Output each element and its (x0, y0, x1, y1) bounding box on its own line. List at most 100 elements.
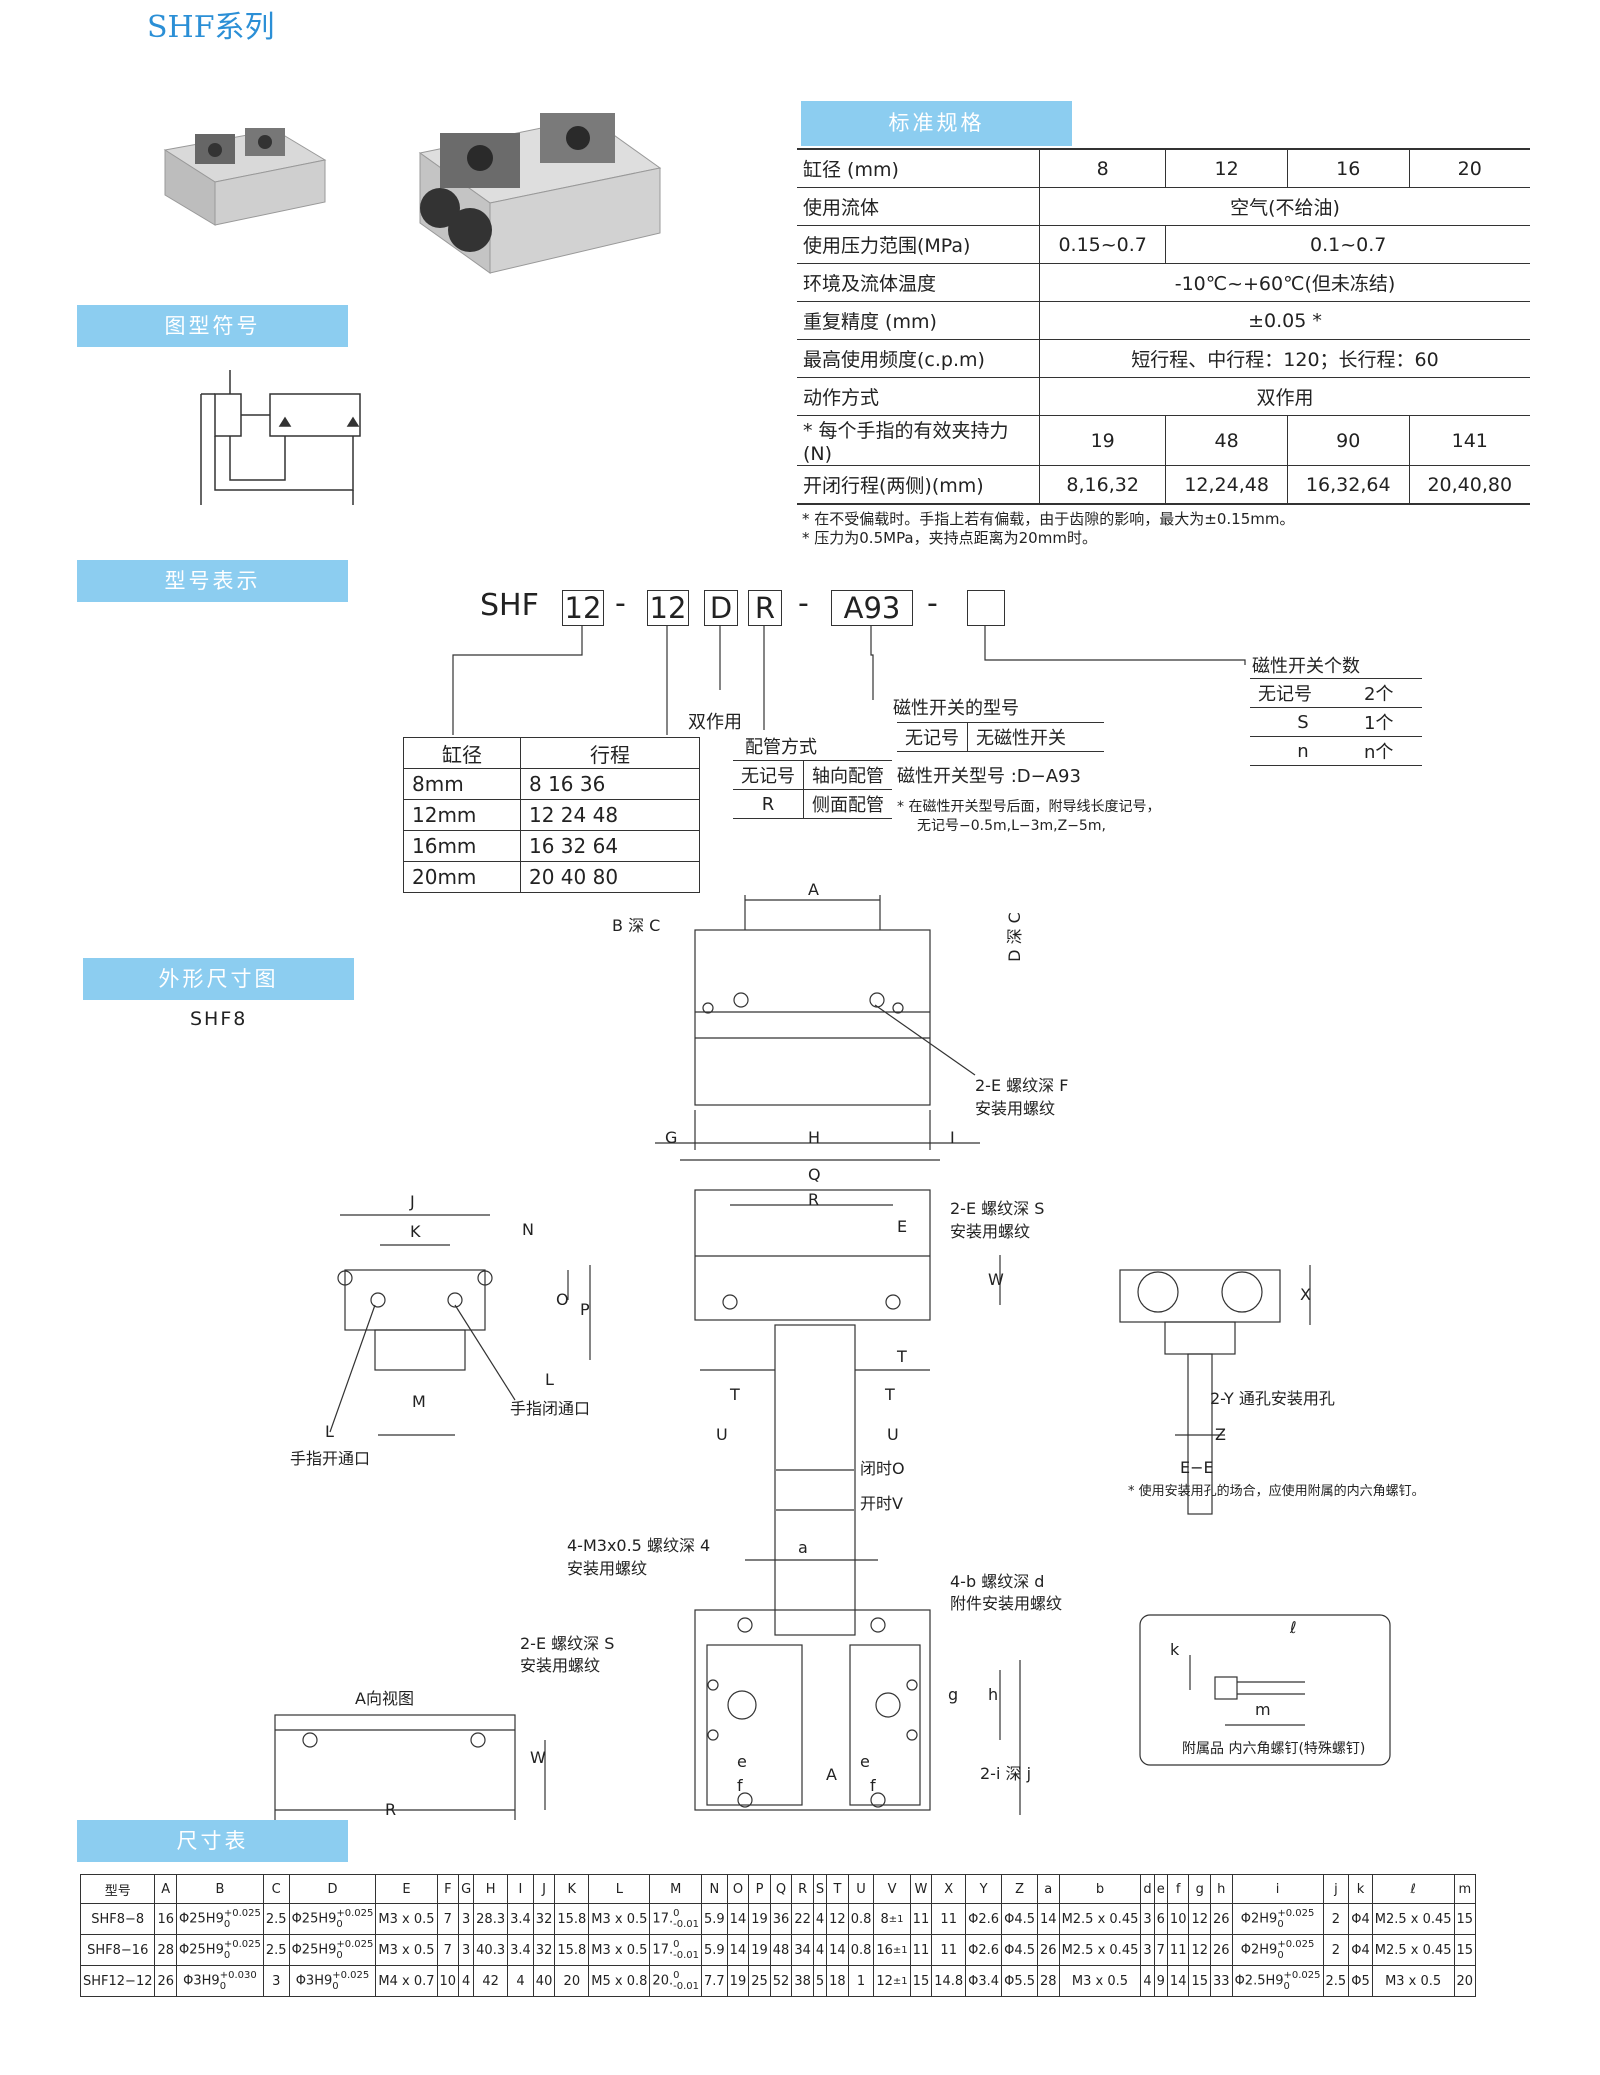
dim-cell: M2.5 x 0.45 (1058, 1903, 1142, 1935)
spec-row: 最高使用频度(c.p.m)短行程、中行程：120；长行程：60 (797, 339, 1530, 378)
dim-cell: M3 x 0.5 (375, 1934, 438, 1966)
dim-header: g (1188, 1874, 1212, 1904)
dim-label-f-1: f (737, 1776, 743, 1795)
dim-cell: 2.5 (262, 1903, 290, 1935)
dim-cell: 5 (812, 1965, 828, 1997)
spec-value: 19 (1038, 415, 1166, 466)
dim-cell: M4 x 0.7 (375, 1965, 438, 1997)
model-box-sensor: A93 (831, 590, 913, 626)
model-box-stroke: 12 (647, 590, 689, 626)
dim-label-Q: Q (808, 1165, 821, 1184)
dim-header: D (288, 1874, 377, 1904)
dim-header: A (154, 1874, 178, 1904)
accessory-label: 附属品 内六角螺钉(特殊螺钉) (1182, 1741, 1366, 1757)
label-sensor: 磁性开关的型号 (893, 698, 1019, 719)
dim-header: b (1058, 1874, 1142, 1904)
dim-header: V (873, 1874, 911, 1904)
dim-cell: 0.8 (847, 1903, 875, 1935)
count-val-1: 1个 (1356, 707, 1422, 737)
section-bar-dimtable: 尺寸表 (77, 1820, 348, 1862)
count-key-2: n (1250, 736, 1356, 766)
dim-cell: 42 (473, 1965, 509, 1997)
dim-label-U-1: U (716, 1425, 728, 1444)
spec-value: 8,16,32 (1038, 465, 1166, 505)
outline-drawings (274, 895, 1391, 1820)
product-photo-large (418, 113, 662, 274)
close-O-label: 闭时O (860, 1459, 905, 1478)
dim-label-D: D 深 C (1004, 912, 1024, 962)
dim-cell: 3.4 (507, 1903, 534, 1935)
dim-label-mount-1: 安装用螺纹 (975, 1099, 1056, 1118)
dim-cell: 20 (1453, 1965, 1477, 1997)
dim-label-mount-4: 安装用螺纹 (520, 1656, 601, 1675)
stroke-values-0: 8 16 36 (520, 768, 700, 800)
dim-cell: M2.5 x 0.45 (1371, 1934, 1455, 1966)
dim-cell: 40.3 (473, 1934, 509, 1966)
dim-cell: 26 (1037, 1934, 1060, 1966)
dim-cell: M3 x 0.5 (588, 1934, 651, 1966)
spec-row: 动作方式双作用 (797, 377, 1530, 416)
spec-note-1: * 在不受偏载时。手指上若有偏载，由于齿隙的影响，最大为±0.15mm。 (802, 510, 1295, 528)
dim-cell: M2.5 x 0.45 (1058, 1934, 1142, 1966)
spec-value: 短行程、中行程：120；长行程：60 (1039, 339, 1530, 378)
section-bar-outline: 外形尺寸图 (83, 958, 354, 1000)
dim-header: M (649, 1874, 702, 1904)
spec-value: 16,32,64 (1286, 465, 1410, 505)
dim-header: W (909, 1874, 933, 1904)
model-box-port: R (748, 590, 782, 626)
dim-label-e-2: e (860, 1752, 870, 1771)
dim-header: E (375, 1874, 438, 1904)
dim-cell: 14 (1037, 1903, 1060, 1935)
dim-cell: 4 (812, 1903, 828, 1935)
dim-cell: 4 (1140, 1965, 1155, 1997)
dim-label-m: m (1255, 1700, 1271, 1719)
label-count: 磁性开关个数 (1252, 656, 1360, 677)
dim-header: i (1231, 1874, 1324, 1904)
dim-cell: 14 (726, 1934, 750, 1966)
dim-cell: 4 (458, 1965, 475, 1997)
dim-cell: 28.3 (473, 1903, 509, 1935)
spec-label: 重复精度 (mm) (797, 301, 1040, 340)
product-photo-small (163, 128, 327, 226)
dim-cell: 26 (154, 1965, 178, 1997)
dim-cell: 32 (532, 1934, 556, 1966)
dim-cell: M3 x 0.5 (375, 1903, 438, 1935)
dim-label-e-1: e (737, 1752, 747, 1771)
dim-cell: 9 (1153, 1965, 1168, 1997)
dim-cell: 32 (532, 1903, 556, 1935)
dim-header: T (826, 1874, 849, 1904)
dim-label-O: O (556, 1290, 569, 1309)
spec-label: * 每个手指的有效夹持力(N) (797, 415, 1040, 466)
dim-cell: M3 x 0.5 (588, 1903, 651, 1935)
dim-cell: 20 (554, 1965, 590, 1997)
dim-cell: 12 (1188, 1903, 1212, 1935)
model-dash-2: - (798, 586, 809, 621)
label-action: 双作用 (688, 712, 742, 733)
dim-cell: 5.9 (700, 1934, 728, 1966)
dim-label-M: M (412, 1392, 426, 1411)
spec-label: 动作方式 (797, 377, 1040, 416)
spec-row: 环境及流体温度-10℃~+60℃(但未冻结) (797, 263, 1530, 302)
dim-header: h (1210, 1874, 1233, 1904)
dim-header: I (507, 1874, 534, 1904)
dim-header: L (588, 1874, 651, 1904)
dim-cell: 14.8 (931, 1965, 967, 1997)
dim-header: f (1166, 1874, 1190, 1904)
spec-row: 重复精度 (mm)±0.05 * (797, 301, 1530, 340)
dim-cell: 3 (458, 1903, 475, 1935)
dim-label-N: N (522, 1220, 534, 1239)
dim-cell: 3 (262, 1965, 290, 1997)
dim-cell: Φ4 (1348, 1903, 1373, 1935)
dim-label-h: h (988, 1685, 999, 1704)
dim-cell: M5 x 0.8 (588, 1965, 651, 1997)
dim-cell: 15 (909, 1965, 933, 1997)
dim-header: Q (769, 1874, 793, 1904)
spec-value: -10℃~+60℃(但未冻结) (1039, 263, 1530, 302)
